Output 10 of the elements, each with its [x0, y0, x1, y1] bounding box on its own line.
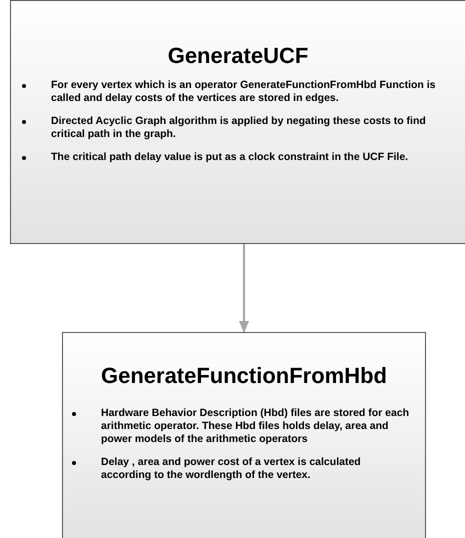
bullet-text: The critical path delay value is put as a clock constraint in the UCF File. [51, 151, 408, 163]
process-box [10, 0, 465, 244]
bullet-text: Delay , area and power cost of a vertex is calculated according to the wordlength of the vertex. [101, 456, 361, 481]
bullet-text: Hardware Behavior Description (Hbd) files are stored for each arithmetic operator. These Hbd files holds delay, area and power models of the arithmetic operators [101, 407, 410, 445]
box-heading: GenerateFunctionFromHbd [100, 363, 388, 389]
process-box [62, 332, 426, 538]
arrow [239, 244, 249, 333]
bullet-text: For every vertex which is an operator GenerateFunctionFromHbd Function is called and delay costs of the vertices are stored in edges. [51, 79, 436, 104]
box-heading: GenerateUCF [166, 43, 310, 69]
bullet-text: Directed Acyclic Graph algorithm is applied by negating these costs to find critical path in the graph. [51, 115, 426, 140]
